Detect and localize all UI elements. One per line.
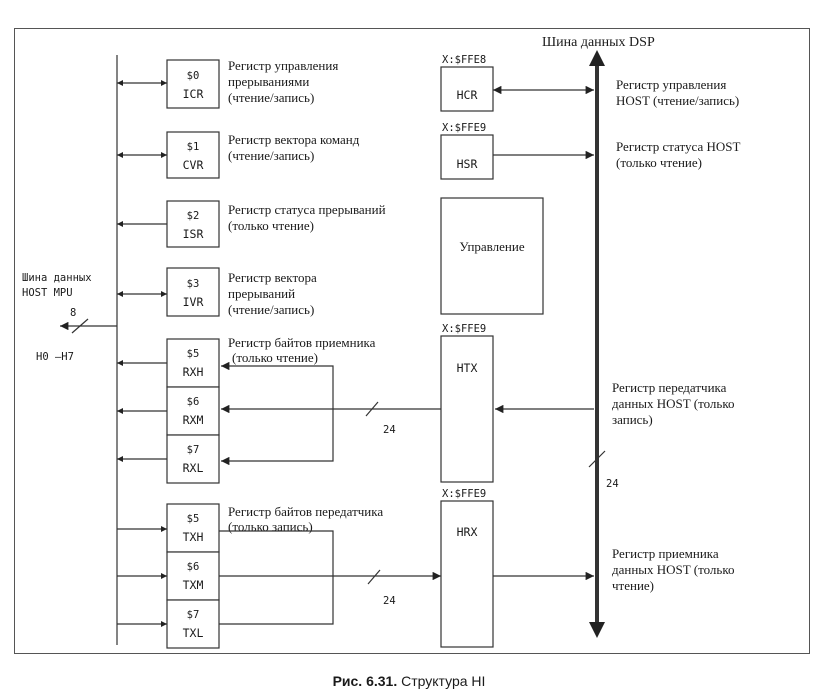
- register-rxm-name: RXM: [183, 413, 204, 427]
- dsp-register-hcr-desc-2: HOST (чтение/запись): [616, 93, 739, 108]
- register-cvr-name: CVR: [183, 158, 204, 172]
- dsp-register-hrx-desc-1: Регистр приемника: [612, 546, 719, 561]
- receive-width-slash: [365, 401, 379, 417]
- register-txl-name: TXL: [183, 626, 204, 640]
- register-txm-box: [166, 551, 220, 601]
- figure-caption-number: Рис. 6.31.: [333, 673, 398, 689]
- register-ivr-name: IVR: [183, 295, 204, 309]
- dsp-register-hrx-desc-3: чтение): [612, 578, 654, 593]
- dsp-register-htx-box: [440, 335, 494, 483]
- register-icr-name: ICR: [183, 87, 204, 101]
- dsp-register-hsr-name: HSR: [457, 157, 478, 171]
- control-block-box: [440, 197, 544, 315]
- register-ivr-box: [166, 267, 220, 317]
- register-txl-addr: $7: [187, 609, 200, 621]
- transmit-group-desc-1: Регистр байтов передатчика: [228, 504, 383, 519]
- register-rxm-addr: $6: [187, 396, 200, 408]
- register-rxh-box: [166, 338, 220, 388]
- register-icr-addr: $0: [187, 70, 200, 82]
- register-rxh-name: RXH: [183, 365, 204, 379]
- dsp-register-hsr-desc-2: (только чтение): [616, 155, 702, 170]
- figure-caption-text: Структура HI: [397, 673, 485, 689]
- htx-to-rxh-line: [221, 361, 334, 409]
- register-cvr-desc-2: (чтение/запись): [228, 148, 314, 163]
- dsp-register-hcr-name: HCR: [457, 88, 478, 102]
- dsp-register-hrx-addr: X:$FFE9: [442, 488, 486, 500]
- host-bus-title-line1: Шина данных: [22, 272, 92, 284]
- host-bus-width: 8: [70, 307, 76, 319]
- register-ivr-desc-3: (чтение/запись): [228, 302, 314, 317]
- receive-group-desc-2: (только чтение): [232, 350, 318, 365]
- dsp-bus-bottom-arrowhead: [589, 622, 605, 638]
- dsp-register-hsr-box: [440, 134, 494, 180]
- dsp-register-htx-desc-2: данных HOST (только: [612, 396, 734, 411]
- dsp-register-htx-addr: X:$FFE9: [442, 323, 486, 335]
- register-txl-box: [166, 599, 220, 649]
- register-txm-addr: $6: [187, 561, 200, 573]
- transmit-width-slash: [367, 569, 381, 585]
- register-txm-name: TXM: [183, 578, 204, 592]
- register-isr-desc-1: Регистр статуса прерываний: [228, 202, 386, 217]
- dsp-register-htx-desc-3: запись): [612, 412, 653, 427]
- htx-to-rxl-line: [221, 409, 334, 466]
- receive-width: 24: [383, 424, 396, 436]
- register-cvr-desc-1: Регистр вектора команд: [228, 132, 360, 147]
- txh-to-hrx-line: [219, 530, 334, 576]
- dsp-register-hrx-desc-2: данных HOST (только: [612, 562, 734, 577]
- diagram-frame: [14, 28, 810, 654]
- register-rxl-box: [166, 434, 220, 484]
- register-ivr-desc-2: прерываний: [228, 286, 295, 301]
- dsp-bus-top-arrowhead: [589, 50, 605, 66]
- dsp-bus-width-slash: [588, 450, 606, 468]
- dsp-register-htx-desc-1: Регистр передатчика: [612, 380, 727, 395]
- register-isr-name: ISR: [183, 227, 204, 241]
- register-icr-desc-2: прерываниями: [228, 74, 309, 89]
- host-bus-pins: H0 –H7: [36, 351, 74, 363]
- register-icr-desc-1: Регистр управления: [228, 58, 338, 73]
- register-rxh-addr: $5: [187, 348, 200, 360]
- control-block-label: Управление: [459, 239, 524, 254]
- receive-group-desc-1: Регистр байтов приемника: [228, 335, 376, 350]
- dsp-register-hrx-name: HRX: [457, 525, 478, 539]
- host-bus-width-slash: [71, 318, 89, 334]
- dsp-register-hsr-addr: X:$FFE9: [442, 122, 486, 134]
- register-isr-addr: $2: [187, 210, 200, 222]
- register-cvr-addr: $1: [187, 141, 200, 153]
- dsp-bus-width: 24: [606, 478, 619, 490]
- txl-to-hrx-line: [219, 576, 334, 625]
- register-ivr-desc-1: Регистр вектора: [228, 270, 317, 285]
- register-rxm-box: [166, 386, 220, 436]
- dsp-bus-title: Шина данных DSP: [542, 35, 655, 50]
- register-txh-name: TXH: [183, 530, 204, 544]
- register-ivr-addr: $3: [187, 278, 200, 290]
- figure-caption: Рис. 6.31. Структура HI: [333, 673, 486, 689]
- register-cvr-box: [166, 131, 220, 179]
- dsp-register-hsr-desc-1: Регистр статуса HOST: [616, 139, 740, 154]
- dsp-register-hcr-addr: X:$FFE8: [442, 54, 486, 66]
- register-txh-addr: $5: [187, 513, 200, 525]
- register-rxl-addr: $7: [187, 444, 200, 456]
- register-rxl-name: RXL: [183, 461, 204, 475]
- transmit-width: 24: [383, 595, 396, 607]
- register-txh-box: [166, 503, 220, 553]
- dsp-register-htx-name: HTX: [457, 361, 478, 375]
- host-bus-title-line2: HOST MPU: [22, 287, 73, 299]
- register-icr-box: [166, 59, 220, 109]
- transmit-group-desc-2: (только запись): [228, 519, 313, 534]
- dsp-register-hcr-box: [440, 66, 494, 112]
- dsp-register-hrx-box: [440, 500, 494, 648]
- dsp-register-hcr-desc-1: Регистр управления: [616, 77, 726, 92]
- register-icr-desc-3: (чтение/запись): [228, 90, 314, 105]
- register-isr-desc-2: (только чтение): [228, 218, 314, 233]
